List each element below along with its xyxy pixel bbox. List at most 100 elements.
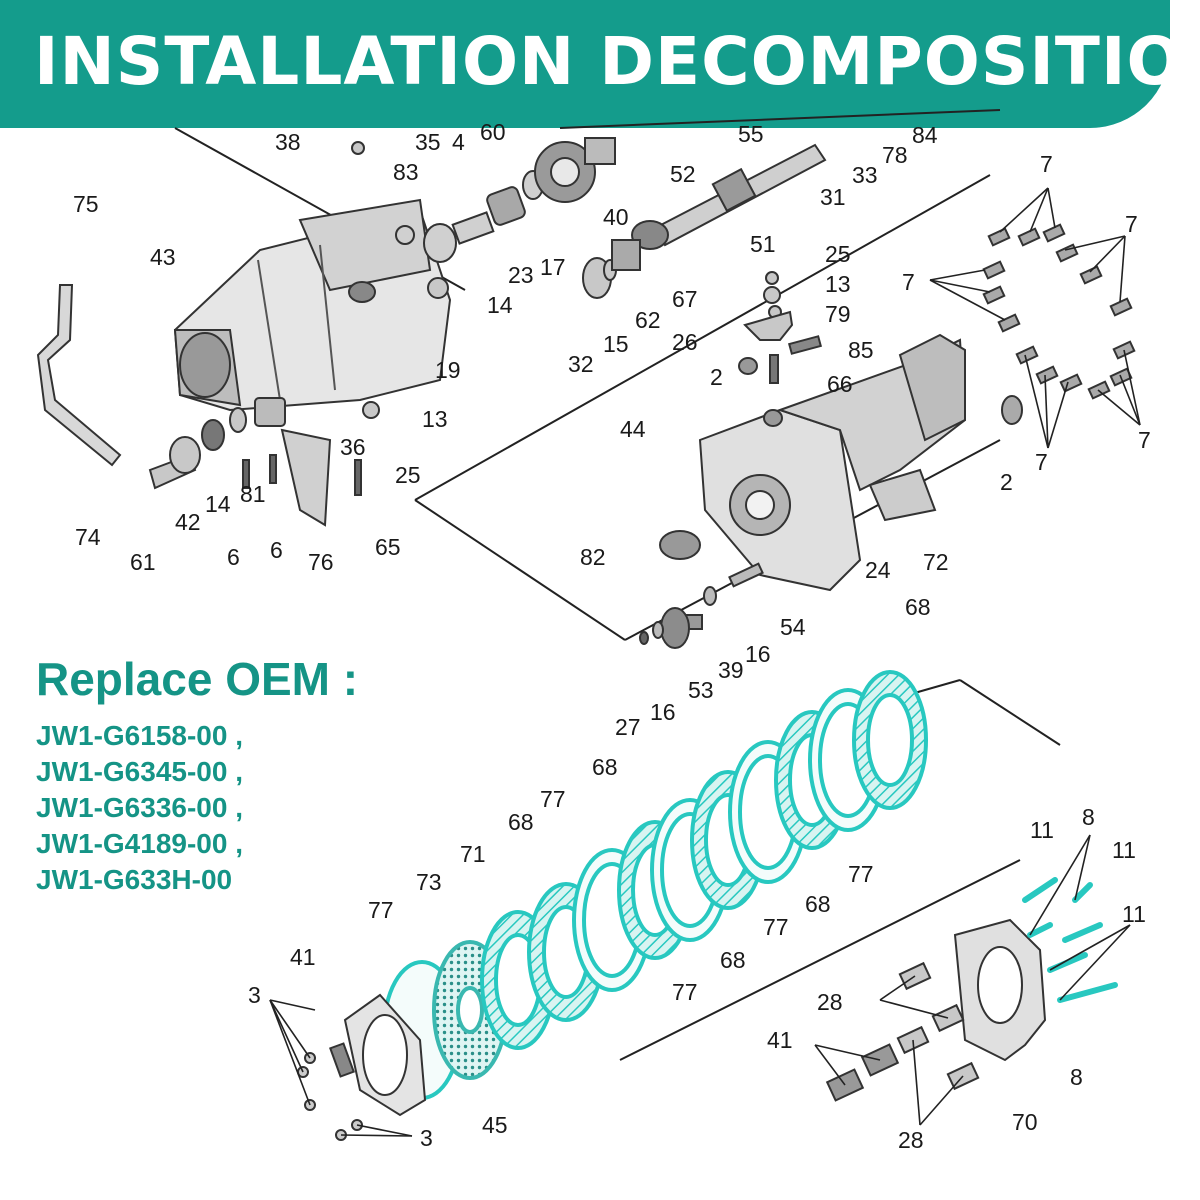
callout: 7 [1035, 449, 1048, 475]
callout: 23 [508, 262, 534, 288]
callout: 6 [227, 544, 240, 570]
callout: 4 [452, 129, 465, 155]
callout: 65 [375, 534, 401, 560]
callout: 55 [738, 121, 764, 147]
callout: 77 [672, 979, 698, 1005]
callout: 76 [308, 549, 334, 575]
left-shaft-assembly [395, 137, 616, 263]
left-transmission-housing [173, 198, 452, 412]
callout: 8 [1082, 804, 1095, 830]
callout: 7 [1138, 427, 1151, 453]
callout: 45 [482, 1112, 508, 1138]
callout: 68 [592, 754, 618, 780]
callout: 78 [882, 142, 908, 168]
callout: 39 [718, 657, 744, 683]
left-lower-parts [36, 284, 362, 527]
clutch-cover-plate [825, 918, 1047, 1102]
callout: 25 [825, 241, 851, 267]
main-shaft [631, 143, 827, 250]
callout: 81 [240, 481, 266, 507]
clutch-plate-stack [382, 670, 928, 1100]
callout: 77 [763, 914, 789, 940]
callout: 17 [540, 254, 566, 280]
callout: 85 [848, 337, 874, 363]
callout: 11 [1030, 817, 1054, 843]
callout: 38 [275, 129, 301, 155]
callout: 35 [415, 129, 441, 155]
callout: 33 [852, 162, 878, 188]
callout: 11 [1112, 837, 1136, 863]
oem-part-number: JW1-G4189-00 , [36, 828, 243, 859]
callout: 13 [825, 271, 851, 297]
callout: 70 [1012, 1109, 1038, 1135]
lower-gear-parts [639, 562, 764, 649]
callout: 16 [745, 641, 771, 667]
callout: 68 [805, 891, 831, 917]
callout: 75 [73, 191, 99, 217]
oem-part-number: JW1-G6336-00 , [36, 792, 243, 823]
callout: 41 [290, 944, 316, 970]
callout: 7 [1040, 151, 1053, 177]
callout: 27 [615, 714, 641, 740]
clutch-backing-plate [297, 993, 427, 1141]
callout: 79 [825, 301, 851, 327]
callout: 77 [540, 786, 566, 812]
callout: 14 [205, 491, 231, 517]
callout: 28 [817, 989, 843, 1015]
callout: 15 [603, 331, 629, 357]
callout: 53 [688, 677, 714, 703]
oem-part-number-list: JW1-G6158-00 , JW1-G6345-00 , JW1-G6336-… [36, 718, 358, 898]
leader-lines [269, 187, 1141, 1137]
callout: 26 [672, 329, 698, 355]
callout: 16 [650, 699, 676, 725]
callout: 2 [1000, 469, 1013, 495]
callout: 83 [393, 159, 419, 185]
callout: 74 [75, 524, 101, 550]
callout: 62 [635, 307, 661, 333]
callout: 84 [912, 122, 938, 148]
oem-part-number: JW1-G6158-00 , [36, 720, 243, 751]
callout: 19 [435, 357, 461, 383]
callout: 28 [898, 1127, 924, 1153]
callout: 66 [827, 371, 853, 397]
callout: 36 [340, 434, 366, 460]
right-transmission-housing [659, 333, 1023, 592]
callout: 68 [508, 809, 534, 835]
callout: 61 [130, 549, 156, 575]
callout: 42 [175, 509, 201, 535]
callout: 60 [480, 119, 506, 145]
callout: 68 [720, 947, 746, 973]
callout: 31 [820, 184, 846, 210]
callout: 54 [780, 614, 806, 640]
replace-oem-title: Replace OEM : [36, 653, 359, 705]
callout: 43 [150, 244, 176, 270]
callout: 82 [580, 544, 606, 570]
callout: 13 [422, 406, 448, 432]
replace-oem-panel: Replace OEM : JW1-G6158-00 , JW1-G6345-0… [36, 652, 358, 898]
callout: 44 [620, 416, 646, 442]
callout: 14 [487, 292, 513, 318]
callout: 25 [395, 462, 421, 488]
oem-part-number: JW1-G6345-00 , [36, 756, 243, 787]
callout: 3 [248, 982, 261, 1008]
callout: 68 [905, 594, 931, 620]
callout: 67 [672, 286, 698, 312]
callout: 72 [923, 549, 949, 575]
callout-labels: 38 35 4 60 52 55 31 33 78 84 83 75 43 23… [73, 119, 1151, 1153]
callout: 3 [420, 1125, 433, 1151]
oem-part-number: JW1-G633H-00 [36, 864, 233, 895]
right-upper-small-parts [743, 271, 823, 384]
callout: 73 [416, 869, 442, 895]
callout: 32 [568, 351, 594, 377]
callout: 51 [750, 231, 776, 257]
callout: 41 [767, 1027, 793, 1053]
middle-small-parts [351, 141, 641, 419]
banner-title: INSTALLATION DECOMPOSITION [34, 23, 1200, 100]
callout: 52 [670, 161, 696, 187]
callout: 8 [1070, 1064, 1083, 1090]
header-banner: INSTALLATION DECOMPOSITION [0, 0, 1200, 128]
callout: 77 [368, 897, 394, 923]
callout: 7 [1125, 211, 1138, 237]
callout: 7 [902, 269, 915, 295]
